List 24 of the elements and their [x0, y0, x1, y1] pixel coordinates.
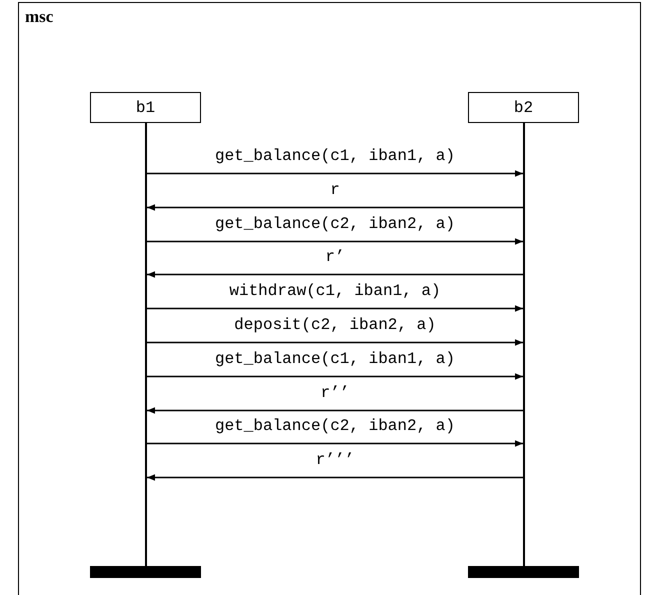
edge-label: get_balance(c2, iban2, a)	[214, 214, 456, 232]
message-arrow	[147, 204, 523, 211]
message-arrow	[147, 170, 523, 177]
message-arrow	[147, 373, 523, 380]
edge-label: get_balance(c1, iban1, a)	[214, 146, 456, 164]
message-arrow	[147, 440, 523, 447]
lifeline	[145, 123, 147, 566]
message-arrow	[147, 339, 523, 346]
instance-end-bar	[468, 566, 579, 578]
edge-label: get_balance(c2, iban2, a)	[214, 416, 456, 434]
message-arrow	[147, 238, 523, 245]
instance-box: b2	[468, 92, 579, 123]
edge-label: deposit(c2, iban2, a)	[234, 316, 436, 334]
message-arrow	[147, 271, 523, 278]
frame-title: msc	[25, 7, 54, 27]
instance-box: b1	[90, 92, 201, 123]
message-arrow	[147, 407, 523, 414]
frame	[18, 2, 641, 595]
message-arrow	[147, 305, 523, 312]
edge-label: get_balance(c1, iban1, a)	[214, 350, 456, 368]
instance-end-bar	[90, 566, 201, 578]
edge-label: withdraw(c1, iban1, a)	[229, 282, 441, 300]
message-arrow	[147, 474, 523, 481]
lifeline	[523, 123, 525, 566]
